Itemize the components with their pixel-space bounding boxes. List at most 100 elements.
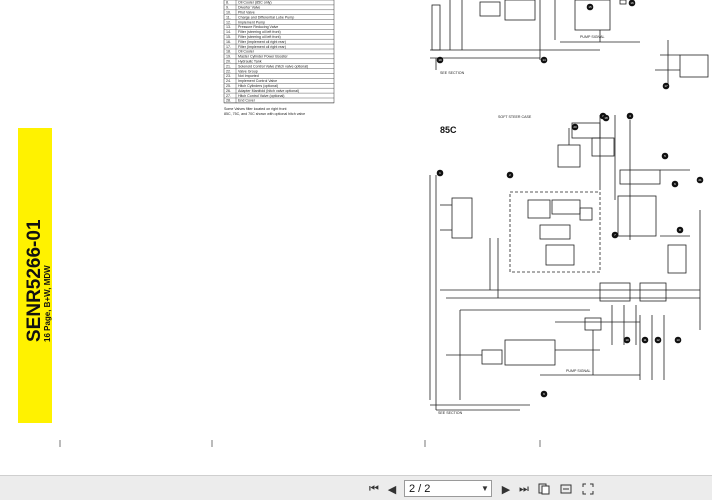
legend-row-number: 21. [226,64,231,68]
callout-marker [676,226,684,234]
callout-marker [661,152,669,160]
callout-number: 8 [679,228,681,232]
pump-signal-top: PUMP SIGNAL [580,35,605,39]
see-section-top: SEE SECTION [440,71,465,75]
callout-number: 18 [604,116,608,120]
callout-number: 9 [543,392,545,396]
legend-row-text: Filter (implement oil right rear) [238,40,286,44]
fullscreen-icon[interactable] [580,481,596,497]
callout-number: 7 [614,233,616,237]
callout-marker [611,231,619,239]
callout-number: 17 [664,84,668,88]
previous-page-icon[interactable]: ◀ [387,482,397,496]
legend-table: 8. Oil Cooler (85C only) 9. Diverter Valve 1… [223,0,335,104]
legend-row-text: Implement Pump [238,20,265,24]
main-schematic [429,115,701,411]
callout-marker [626,112,634,120]
legend-row-number: 23. [226,74,231,78]
callout-marker [696,176,704,184]
callout-marker [586,3,594,11]
legend-row-text: Solenoid Control Valve (hitch valve opti… [238,64,308,68]
legend-row-text: Not Imported [238,74,259,78]
callout-marker [540,56,548,64]
callout-marker [623,336,631,344]
legend-row-text: Oil Cooler [238,50,255,54]
callout-number: 2 [509,173,511,177]
callout-number: 10 [625,338,629,342]
callout-number: 19 [438,58,442,62]
legend-note-1: Some Valves filter located on right fron… [224,107,286,111]
next-page-icon[interactable]: ▶ [501,482,511,496]
legend-row-text: Filter (steering oil left front) [238,30,281,34]
see-section-bottom: SEE SECTION [438,411,463,415]
legend-row-text: Hitch Control Valve (optional) [238,94,284,98]
legend-row-number: 8. [226,1,229,5]
callout-marker [674,336,682,344]
legend-row-number: 9. [226,6,229,10]
callout-marker [671,180,679,188]
callout-marker [628,0,636,7]
crop-marks [59,440,541,447]
fit-width-icon[interactable] [558,481,574,497]
callout-marker [571,123,579,131]
legend-row-number: 28. [226,99,231,103]
callout-number: 14 [542,58,546,62]
last-page-icon[interactable]: ⏭ [519,482,529,495]
legend-row-number: 18. [226,50,231,54]
page-indicator: 2 / 2 [409,482,431,495]
legend-row-number: 15. [226,35,231,39]
callout-number: 15 [588,5,592,9]
callout-marker [654,336,662,344]
legend-row-number: 17. [226,45,231,49]
callout-number: 21 [698,178,702,182]
spine-subtitle: 16 Page, B+W, MDW [43,265,52,342]
callout-number: 6 [674,182,676,186]
document-page-image: SENR5266-01 16 Page, B+W, MDW 8.Oil Cool… [18,0,709,447]
callout-marker [436,169,444,177]
callout-number: 20 [573,125,577,129]
legend-row-number: 22. [226,69,231,73]
legend-row-number: 20. [226,60,231,64]
legend-row-text: Oil Cooler (85C only) [238,1,272,5]
legend-row-text: Valve Group [238,69,258,73]
chevron-down-icon[interactable]: ▼ [481,484,489,493]
legend-row-number: 25. [226,84,231,88]
soft-steer-label: SOFT STEER CASE [498,115,532,119]
legend-row-text: Filter (steering oil left front) [238,35,281,39]
legend-row-number: 19. [226,55,231,59]
legend-row-text: Adapter Manifold (hitch valve optional) [238,89,299,93]
legend-row-number: 12. [226,20,231,24]
fit-page-icon[interactable] [536,481,552,497]
callout-number: 4 [629,114,631,118]
legend-row-number: 16. [226,40,231,44]
callout-marker [602,114,610,122]
legend-row-text: Pressure Reducing Valve [238,25,278,29]
legend-row-text: Pilot Valve [238,11,255,15]
callout-number: 5 [664,154,666,158]
callout-number: 3 [602,114,604,118]
callout-marker [641,336,649,344]
callout-number: 16 [630,1,634,5]
document-viewer: SENR5266-01 16 Page, B+W, MDW 8.Oil Cool… [18,0,709,447]
legend-row-number: 11. [226,15,231,19]
callout-number: 12 [656,338,660,342]
legend-row-number: 27. [226,94,231,98]
callout-number: 11 [643,338,646,342]
legend-row-text: Diverter Valve [238,6,260,10]
page-selector[interactable]: 2 / 2 ▼ [404,480,492,497]
legend-row-text: Hydraulic Tank [238,60,262,64]
pump-signal-bottom: PUMP SIGNAL [566,369,591,373]
legend-row-number: 26. [226,89,231,93]
first-page-icon[interactable]: ⏮ [369,482,379,495]
callout-number: 1 [439,171,441,175]
diagram-label: 85C [440,125,457,135]
viewer-toolbar: ⏮ ◀ 2 / 2 ▼ ▶ ⏭ [0,475,712,500]
legend-note-2: 85C, 75C, and 70C shown with optional hi… [224,112,305,116]
legend-row-text: Charge and Differential Lube Pump [238,15,294,19]
legend-row-text: Filter (implement oil right rear) [238,45,286,49]
legend-row-text: Master Cylinder Power Booster [238,55,289,59]
legend-row-text: End Cover [238,99,256,103]
callout-marker [662,82,670,90]
legend-row-text: Implement Control Valve [238,79,277,83]
top-schematic [430,0,709,86]
